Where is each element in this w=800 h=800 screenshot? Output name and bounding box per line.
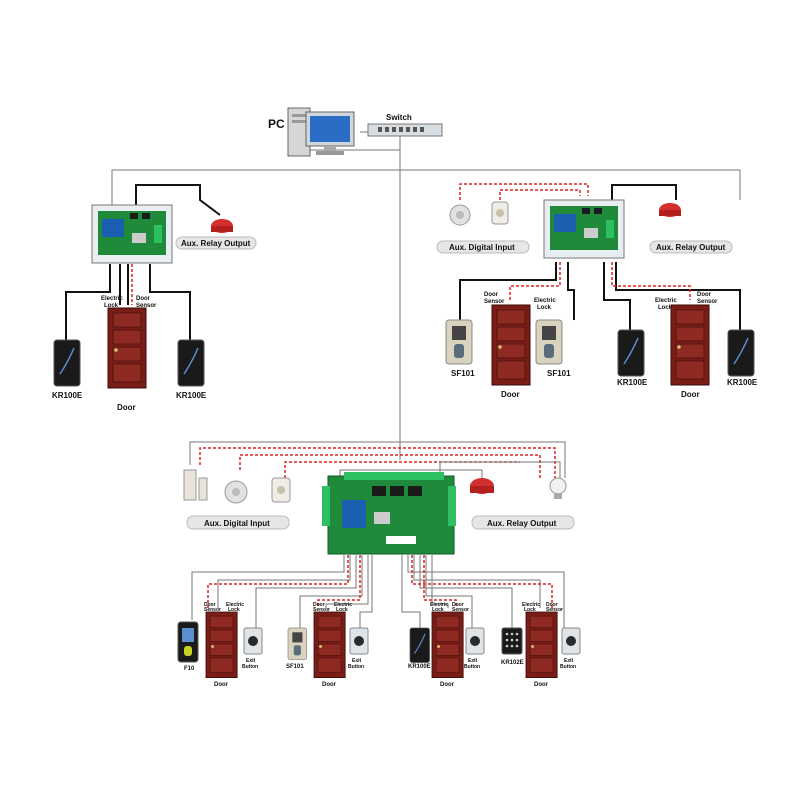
monitor-icon: [305, 111, 355, 155]
aux-relay-output-label-1: Aux. Relay Output: [181, 239, 251, 248]
alarm-siren-icon: [659, 203, 681, 217]
door-label-3: Door: [681, 390, 700, 399]
aux-digital-input-label-1: Aux. Digital Input: [449, 243, 515, 252]
sf101-reader-2: [535, 319, 563, 365]
kr100e-reader-2: [177, 339, 205, 387]
aux-relay-output-label-3: Aux. Relay Output: [487, 519, 557, 528]
controller-2-door-group: Aux. Digital Input Aux. Relay Output Doo…: [436, 183, 758, 399]
aux-digital-input-label-2: Aux. Digital Input: [204, 519, 270, 528]
door-5: [313, 611, 346, 679]
kr100e-reader-5: [409, 627, 431, 664]
kr100e-label-1: KR100E: [52, 391, 83, 400]
controller-board-3: [322, 472, 456, 555]
pc-group: PC Switch: [268, 107, 443, 157]
aux-relay-output-pill-1: [175, 236, 257, 250]
door-label-2: Door: [501, 390, 520, 399]
kr100e-label-4: KR100E: [727, 378, 758, 387]
sf101-label-2: SF101: [547, 369, 571, 378]
exit-button-2: [349, 627, 369, 655]
f10-reader: [177, 621, 199, 663]
door-6: [431, 611, 464, 679]
exit-button-4: [561, 627, 581, 655]
sf101-reader-3: [287, 627, 308, 661]
door-label-6: Door: [440, 682, 455, 688]
door-7: [525, 611, 558, 679]
f10-label: F10: [184, 666, 195, 672]
door-window-sensor-icon: [183, 469, 208, 501]
aux-digital-input-pill-1: [436, 240, 530, 254]
door-1: [107, 307, 147, 389]
kr100e-reader-4: [727, 329, 755, 377]
aux-relay-output-pill-2: [649, 240, 733, 254]
controller-3-door-group: Aux. Digital Input Aux. Relay Output Doo…: [177, 441, 581, 688]
aux-relay-output-pill-3: [471, 515, 575, 530]
light-bulb-icon: [549, 477, 567, 499]
motion-sensor-icon: [491, 201, 509, 225]
kr100e-reader-1: [53, 339, 81, 387]
kr102e-keypad: [501, 627, 523, 655]
sf101-label-1: SF101: [451, 369, 475, 378]
door-4: [205, 611, 238, 679]
door-2: [491, 304, 531, 386]
exit-button-1: [243, 627, 263, 655]
smoke-detector-icon: [449, 204, 471, 226]
kr100e-label-2: KR100E: [176, 391, 207, 400]
controller-board-2: [543, 199, 625, 259]
switch-label: Switch: [386, 113, 412, 122]
sf101-reader-1: [445, 319, 473, 365]
door-label-1: Door: [117, 403, 136, 412]
kr100e-label-5: KR100E: [408, 664, 431, 670]
kr100e-label-3: KR100E: [617, 378, 648, 387]
aux-digital-input-pill-2: [186, 515, 290, 530]
alarm-siren-icon: [211, 219, 233, 233]
door-label-7: Door: [534, 682, 549, 688]
door-label-4: Door: [214, 682, 229, 688]
kr100e-reader-3: [617, 329, 645, 377]
controller-board-1: [91, 204, 173, 264]
kr102e-label: KR102E: [501, 660, 524, 666]
aux-relay-output-label-2: Aux. Relay Output: [656, 243, 726, 252]
door-3: [670, 304, 710, 386]
door-label-5: Door: [322, 682, 337, 688]
alarm-siren-icon: [470, 478, 494, 494]
exit-button-3: [465, 627, 485, 655]
sf101-label-3: SF101: [286, 664, 304, 670]
pc-label: PC: [268, 117, 285, 131]
network-wires: [111, 131, 741, 460]
network-switch-icon: [367, 123, 443, 137]
smoke-detector-icon: [224, 480, 248, 504]
motion-sensor-icon: [271, 477, 291, 503]
